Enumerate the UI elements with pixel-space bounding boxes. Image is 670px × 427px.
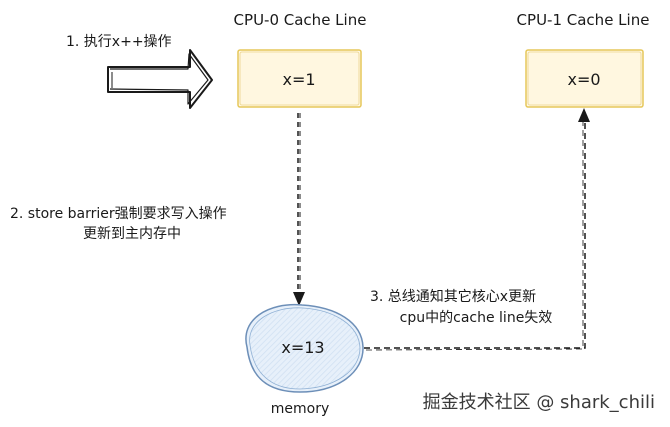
bus-notify-arrow bbox=[364, 108, 590, 351]
memory-ellipse bbox=[245, 303, 364, 393]
big-right-arrow-icon bbox=[107, 49, 213, 109]
watermark: 掘金技术社区 @ shark_chili bbox=[423, 392, 655, 413]
step3-label-line1: 3. 总线通知其它核心x更新 bbox=[370, 288, 536, 305]
cpu1-cache-box bbox=[525, 49, 644, 108]
cpu0-cache-box bbox=[237, 49, 362, 108]
cpu1-cache-value: x=0 bbox=[567, 70, 600, 89]
store-barrier-arrow bbox=[293, 113, 305, 306]
cpu0-cache-value: x=1 bbox=[282, 70, 315, 89]
memory-label: memory bbox=[271, 401, 330, 417]
step3-label-line2: cpu中的cache line失效 bbox=[400, 310, 553, 326]
memory-value: x=13 bbox=[281, 338, 324, 357]
step1-label: 1. 执行x++操作 bbox=[66, 34, 172, 50]
cpu0-title: CPU-0 Cache Line bbox=[234, 11, 367, 29]
step2-label-line1: 2. store barrier强制要求写入操作 bbox=[10, 206, 227, 222]
step2-label-line2: 更新到主内存中 bbox=[83, 226, 181, 242]
cpu1-title: CPU-1 Cache Line bbox=[517, 11, 650, 29]
